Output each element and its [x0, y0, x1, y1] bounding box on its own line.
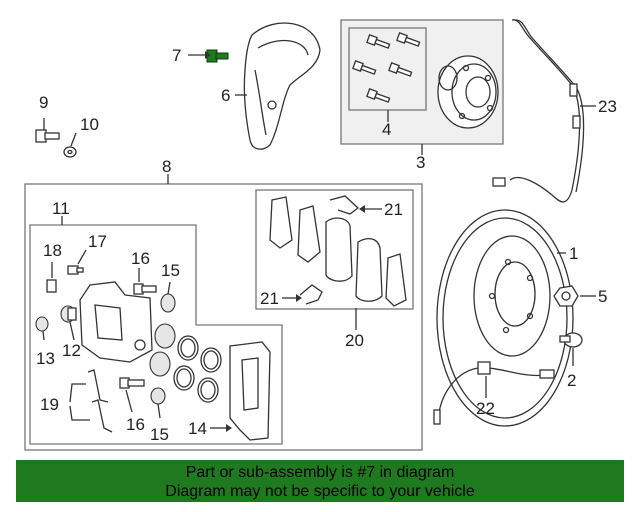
- box-11-caliper-housing: [29, 224, 283, 445]
- banner-line-1: Part or sub-assembly is #7 in diagram: [185, 464, 455, 481]
- box-20-pad-kit: [255, 189, 414, 310]
- callout-16-lower: 16: [126, 415, 145, 434]
- callout-22: 22: [476, 399, 495, 418]
- washer-10: [63, 146, 77, 158]
- bushing-12: [60, 305, 77, 323]
- bolt-9: [35, 129, 60, 143]
- callout-4: 4: [382, 120, 391, 139]
- hub-bolt-kit-4: [352, 32, 421, 103]
- cap-18: [46, 279, 57, 293]
- banner-line-2: Diagram may not be specific to your vehi…: [165, 483, 475, 500]
- pad-clip-21-upper: [329, 195, 360, 215]
- callout-17: 17: [88, 232, 107, 251]
- brake-rotor-1: [436, 209, 574, 427]
- callout-5: 5: [598, 287, 607, 306]
- callout-13: 13: [36, 349, 55, 368]
- guide-bolt-16-upper: [133, 283, 157, 295]
- arrow-14: [226, 424, 232, 432]
- wheel-speed-sensor-23: [492, 19, 585, 203]
- brake-assembly-diagram: 7 6 9 10 4 3 23 8 11 21 18 17 16 15 1 21…: [24, 19, 617, 451]
- leader-17: [77, 249, 87, 265]
- arrow-21-lower: [296, 294, 302, 302]
- lug-nut-5: [553, 285, 579, 307]
- guide-bolt-16-lower: [119, 377, 145, 389]
- callout-15-upper: 15: [161, 261, 180, 280]
- leader-10: [70, 132, 77, 147]
- callout-20: 20: [345, 331, 364, 350]
- callout-12: 12: [62, 341, 81, 360]
- leader-19-upper: [69, 383, 86, 403]
- callout-14: 14: [188, 419, 207, 438]
- box-8-caliper-assembly: [24, 183, 423, 451]
- pad-wear-sensor-22: [433, 361, 555, 425]
- callout-9: 9: [39, 93, 48, 112]
- boot-15-upper: [160, 293, 176, 313]
- boot-15-lower: [150, 387, 166, 405]
- callout-21-upper: 21: [384, 200, 403, 219]
- leader-15-upper: [167, 281, 171, 295]
- hub-bearing-3: [437, 55, 499, 129]
- leader-19-lower: [69, 405, 90, 421]
- arrow-7: [205, 51, 211, 59]
- arrow-21-upper: [359, 205, 365, 213]
- callout-11: 11: [52, 199, 70, 218]
- cap-13: [35, 316, 49, 332]
- pad-clip-21-lower: [299, 284, 323, 305]
- callout-7: 7: [172, 46, 181, 65]
- callout-10: 10: [80, 115, 99, 134]
- callout-1: 1: [569, 244, 578, 263]
- caliper-housing-12: [79, 281, 153, 363]
- leader-16-lower: [125, 389, 133, 413]
- bleeder-screw-17: [67, 265, 84, 275]
- dust-shield-6: [243, 22, 321, 150]
- callout-2: 2: [567, 371, 576, 390]
- callout-19: 19: [40, 395, 59, 414]
- diagram-notice-banner: Part or sub-assembly is #7 in diagram Di…: [16, 460, 624, 502]
- callout-16-upper: 16: [131, 249, 150, 268]
- bolt-7-highlighted[interactable]: [206, 49, 229, 63]
- callout-3: 3: [416, 153, 425, 172]
- callout-15-lower: 15: [150, 425, 169, 444]
- caliper-bracket-14: [229, 341, 271, 441]
- pistons-and-seals: [149, 323, 222, 403]
- leader-15-lower: [157, 403, 161, 419]
- leader-13: [42, 330, 45, 341]
- callout-18: 18: [43, 241, 62, 260]
- brake-pads-20: [269, 196, 407, 307]
- rotor-screw-2: [559, 332, 583, 348]
- callout-6: 6: [221, 86, 230, 105]
- callout-23: 23: [598, 97, 617, 116]
- anti-rattle-springs-19: [87, 369, 113, 433]
- callout-21-lower: 21: [260, 289, 279, 308]
- callout-8: 8: [162, 157, 171, 176]
- leader-12: [69, 321, 75, 341]
